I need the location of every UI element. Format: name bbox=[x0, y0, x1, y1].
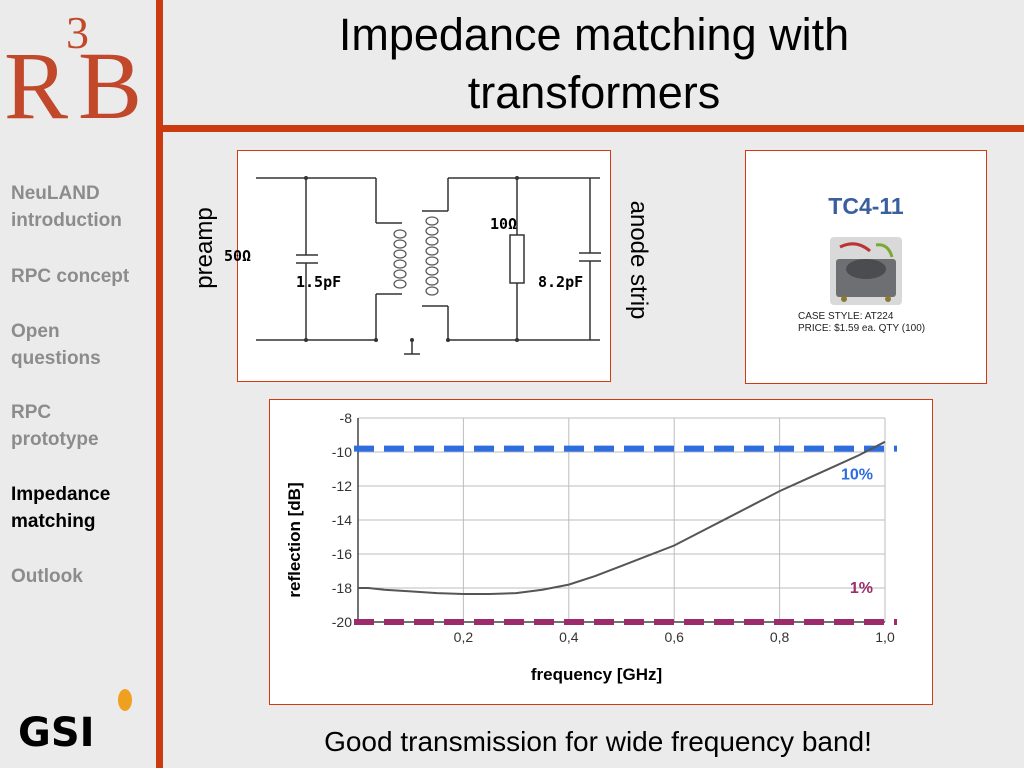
preamp-label: preamp bbox=[191, 207, 218, 289]
x-tick-label: 0,2 bbox=[454, 629, 474, 645]
nav-item-label: Open bbox=[11, 321, 60, 342]
svg-text:B: B bbox=[78, 32, 142, 125]
anode-strip-label: anode strip bbox=[625, 200, 652, 320]
nav-item-label: questions bbox=[11, 348, 101, 369]
product-price: PRICE: $1.59 ea. QTY (100) bbox=[798, 323, 926, 334]
y-tick-label: -10 bbox=[332, 444, 352, 460]
slide-title-line-1: Impedance matching with bbox=[338, 9, 850, 60]
nav-item-label: prototype bbox=[11, 429, 99, 450]
slide-title-line-2: transformers bbox=[467, 67, 721, 118]
nav-item-neuland-introduction[interactable]: NeuLAND introduction bbox=[11, 180, 159, 234]
nav-item-label: RPC bbox=[11, 402, 52, 423]
slide-footer: Good transmission for wide frequency ban… bbox=[324, 726, 872, 757]
nav-item-label: RPC concept bbox=[11, 266, 130, 287]
svg-text:3: 3 bbox=[66, 7, 89, 58]
x-tick-label: 0,8 bbox=[770, 629, 790, 645]
r3b-logo: R 3 B bbox=[4, 7, 142, 125]
nav-item-label: matching bbox=[11, 511, 96, 532]
nav-item-open-questions[interactable]: Open questions bbox=[11, 318, 159, 372]
reflection-chart-panel: 0,2 0,4 0,6 0,8 1,0 -8 -10 -12 -14 -16 -18 -20 10% 1%… bbox=[269, 399, 933, 705]
nav-item-label: introduction bbox=[11, 210, 122, 231]
product-card: TC4-11 CASE STYLE: AT224 PRICE: $1.59 ea… bbox=[745, 150, 987, 384]
y-tick-label: -16 bbox=[332, 546, 352, 562]
y-tick-label: -14 bbox=[332, 512, 352, 528]
y-tick-label: -8 bbox=[340, 410, 353, 426]
nav-item-label: Outlook bbox=[11, 566, 83, 587]
nav-item-impedance-matching[interactable]: Impedance matching bbox=[11, 481, 159, 535]
reference-label-1-percent: 1% bbox=[850, 580, 873, 597]
y-axis-label: reflection [dB] bbox=[285, 482, 304, 597]
source-impedance-label: 50Ω bbox=[224, 247, 252, 265]
svg-text:GSI: GSI bbox=[18, 710, 95, 750]
right-capacitor-label: 8.2pF bbox=[538, 273, 584, 291]
x-tick-label: 0,6 bbox=[664, 629, 684, 645]
reference-label-10-percent: 10% bbox=[841, 467, 873, 484]
sidebar-divider bbox=[156, 0, 163, 768]
x-axis-label: frequency [GHz] bbox=[531, 665, 662, 684]
transformer-photo bbox=[830, 237, 902, 305]
slide-title: Impedance matching with transformers bbox=[170, 6, 1018, 122]
circuit-schematic bbox=[256, 176, 601, 355]
left-capacitor-label: 1.5pF bbox=[296, 273, 342, 291]
product-name: TC4-11 bbox=[828, 193, 904, 219]
nav-item-rpc-concept[interactable]: RPC concept bbox=[11, 263, 159, 290]
y-tick-label: -18 bbox=[332, 580, 352, 596]
nav-item-rpc-prototype[interactable]: RPC prototype bbox=[11, 399, 159, 453]
nav-item-outlook[interactable]: Outlook bbox=[11, 563, 159, 590]
reflection-curve bbox=[358, 440, 886, 595]
x-tick-label: 0,4 bbox=[559, 629, 579, 645]
x-tick-label: 1,0 bbox=[875, 629, 895, 645]
transformer-secondary-coil bbox=[425, 216, 439, 296]
y-tick-label: -12 bbox=[332, 478, 352, 494]
nav-item-label: NeuLAND bbox=[11, 183, 100, 204]
circuit-diagram: 50Ω 1.5pF 10Ω 8.2pF bbox=[224, 150, 611, 382]
svg-text:R: R bbox=[4, 32, 68, 125]
gsi-logo: GSI bbox=[18, 689, 132, 750]
transformer-primary-coil bbox=[393, 229, 407, 289]
resistor-label: 10Ω bbox=[490, 215, 518, 233]
nav-item-label: Impedance bbox=[11, 484, 111, 505]
product-case-style: CASE STYLE: AT224 bbox=[798, 311, 894, 322]
header-divider bbox=[156, 125, 1024, 132]
reflection-chart: 0,2 0,4 0,6 0,8 1,0 -8 -10 -12 -14 -16 -18 -20 10% 1%… bbox=[285, 410, 897, 684]
y-tick-label: -20 bbox=[332, 614, 352, 630]
